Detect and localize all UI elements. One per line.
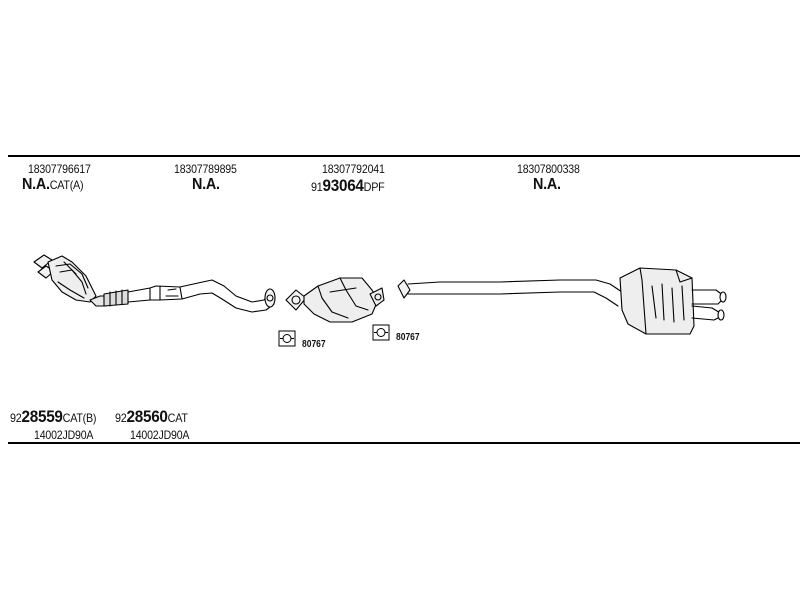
part-code-2: N.A. (192, 177, 220, 193)
part-number-1: 18307796617 (28, 162, 91, 176)
part-code-2-value: N.A. (192, 176, 220, 193)
clamp-number-1: 80767 (302, 339, 326, 350)
manifold-catalyst[interactable] (33, 254, 109, 307)
top-divider (8, 155, 800, 157)
bottom-divider (8, 442, 800, 444)
footer-part-code-1-value: 28559 (21, 407, 63, 426)
part-code-1: N.A.CAT(A) (22, 176, 84, 193)
footer-part-code-1-prefix: 92 (10, 411, 22, 425)
part-number-2: 18307789895 (174, 162, 237, 176)
part-code-1-suffix: CAT(A) (49, 178, 84, 192)
dpf-filter[interactable] (285, 277, 385, 323)
part-code-3: 9193064DPF (311, 176, 385, 195)
part-code-3-prefix: 91 (311, 180, 323, 194)
clamp-icon-2[interactable] (372, 324, 390, 341)
footer-part-code-2-value: 28560 (126, 407, 168, 426)
footer-part-code-1: 9228559CAT(B) (10, 407, 97, 426)
footer-part-number-1: 14002JD90A (34, 428, 94, 442)
rear-muffler[interactable] (619, 267, 727, 335)
clamp-number-2: 80767 (396, 332, 420, 343)
footer-part-number-2: 14002JD90A (130, 428, 190, 442)
footer-part-code-2: 9228560CAT (115, 408, 188, 426)
part-code-3-suffix: DPF (363, 180, 385, 194)
part-code-3-value: 93064 (322, 176, 364, 195)
front-pipe[interactable] (103, 279, 276, 313)
rear-pipe[interactable] (397, 279, 623, 307)
footer-part-code-1-suffix: CAT(B) (62, 411, 97, 425)
part-code-1-value: N.A. (22, 176, 50, 193)
part-code-4-value: N.A. (533, 176, 561, 193)
part-number-3: 18307792041 (322, 162, 385, 176)
part-code-4: N.A. (533, 177, 561, 193)
part-number-4: 18307800338 (517, 162, 580, 176)
footer-part-code-2-prefix: 92 (115, 411, 127, 425)
clamp-icon-1[interactable] (278, 330, 296, 347)
footer-part-code-2-suffix: CAT (167, 411, 188, 425)
